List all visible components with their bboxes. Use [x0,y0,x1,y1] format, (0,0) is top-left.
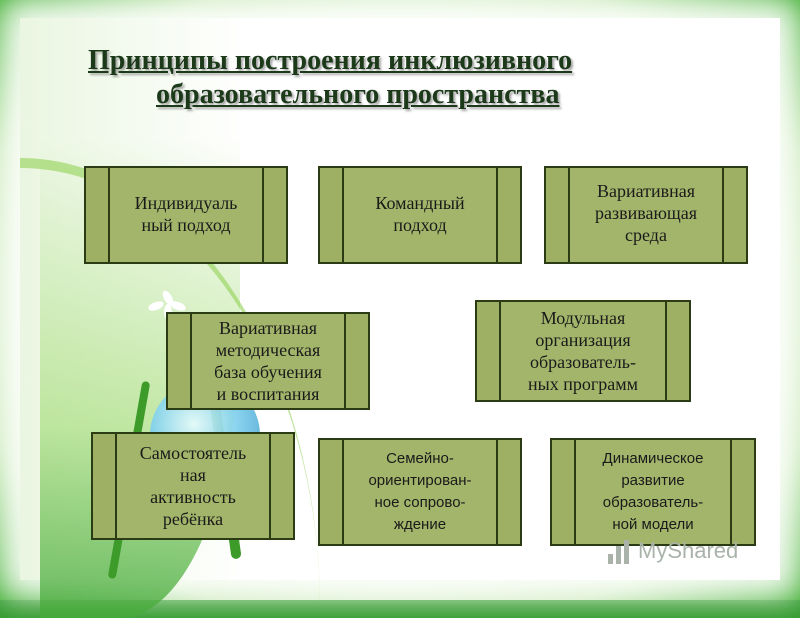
principle-box-individual: Индивидуаль ный подход [84,166,288,264]
slide-title: Принципы построения инклюзивного образов… [88,44,768,112]
watermark-logo: MyShared [606,538,738,564]
principle-label: Модульная организация образователь- ных … [527,308,638,394]
principle-label: Командный подход [375,193,465,235]
principle-box-team: Командный подход [318,166,522,264]
principle-box-family: Семейно- ориентирован- ное сопрово- жден… [318,438,522,546]
title-line-2: образовательного пространства [156,79,560,110]
principle-box-environment: Вариативная развивающая среда [544,166,748,264]
principle-label: Динамическое развитие образователь- ной … [602,450,704,533]
principle-label: Вариативная методическая база обучения и… [214,318,322,404]
principle-label: Индивидуаль ный подход [134,193,238,235]
principle-box-modular: Модульная организация образователь- ных … [475,300,691,402]
principle-box-methodical-base: Вариативная методическая база обучения и… [166,312,370,410]
principle-label: Самостоятель ная активность ребёнка [139,443,247,529]
principle-box-dynamic: Динамическое развитие образователь- ной … [550,438,756,546]
watermark-text: MyShared [638,538,739,563]
principle-label: Вариативная развивающая среда [594,181,698,245]
principle-box-independent-activity: Самостоятель ная активность ребёнка [91,432,295,540]
title-line-1: Принципы построения инклюзивного [88,45,573,76]
principle-label: Семейно- ориентирован- ное сопрово- жден… [368,450,472,533]
chart-icon [606,538,632,564]
